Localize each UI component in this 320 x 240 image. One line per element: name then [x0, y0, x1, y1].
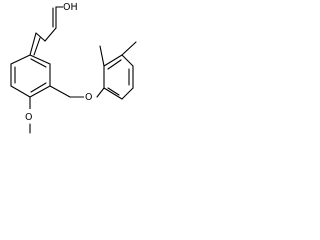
carboxylic-acid-group	[44, 6, 64, 42]
ring2-bond-2	[103, 54, 123, 67]
methyl-bond-meta	[121, 41, 137, 56]
ring1-inner-1	[30, 58, 47, 68]
ring1-bond-6	[10, 54, 31, 65]
central-benzene-ring	[10, 54, 51, 98]
bond-vinyl-double-b	[33, 37, 41, 56]
bond-vinyl-single	[35, 32, 46, 42]
bond-ring-to-ch2	[49, 85, 71, 98]
methyl-substituents	[99, 41, 137, 67]
ring1-bond-3	[29, 85, 51, 98]
ether-oxygen-label: O	[85, 92, 92, 103]
ring2-inner-3	[107, 87, 120, 96]
methyl-bond-ortho	[99, 45, 105, 67]
ring2-bond-3	[121, 54, 134, 67]
ether-o-label-bg	[84, 90, 96, 102]
bond-o-to-ring2	[96, 87, 105, 98]
methoxy-oxygen-label: O	[25, 112, 32, 123]
atom-labels: OH O O	[24, 0, 96, 123]
oh-label-bg	[63, 0, 81, 12]
carboxyl-oh-label: OH	[63, 2, 78, 13]
ring2-inner-1	[107, 59, 122, 70]
ring2-bond-5	[121, 87, 134, 100]
bond-vinyl-double-a	[29, 32, 37, 56]
ring1-bond-1	[29, 54, 51, 65]
dimethylphenyl-ring	[103, 54, 134, 100]
benzyl-ether-linker	[49, 85, 105, 98]
chemical-structure-diagram: OH O O	[10, 0, 137, 134]
bond-acid-to-vinyl	[44, 27, 57, 42]
ring1-inner-2	[30, 82, 47, 93]
ring1-bond-4	[10, 85, 31, 98]
ring2-bond-6	[103, 87, 123, 100]
vinyl-linker	[29, 32, 46, 56]
methoxy-o-label-bg	[24, 109, 36, 123]
